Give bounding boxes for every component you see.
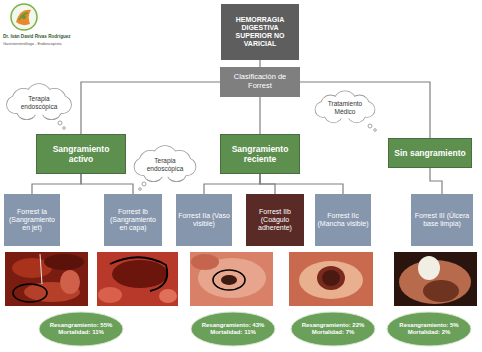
outcome-oval: Resangramiento: 5%Mortalidad: 2% [386,311,472,347]
node-text: Terapia endoscópica [144,157,186,172]
connector [81,174,133,194]
cloud-bubble [63,127,66,130]
endoscopy-photo [97,252,178,306]
text-group: Tratamiento Médico [324,100,366,115]
forrest-box: Forrest IIb (Coágulo adherente) [246,194,304,246]
node-text: Mortalidad: 11% [49,329,113,336]
outcome-oval: Resangramiento: 55%Mortalidad: 11% [38,311,124,347]
connector [259,60,260,67]
endoscopy-photo [289,252,373,306]
node-text: Sangramiento activo [41,144,121,164]
cloud-bubble [374,129,377,132]
node-text: Forrest Ia (Sangramiento en jet) [6,208,58,233]
connector [204,174,260,194]
connector [430,168,442,194]
node-text: Forrest IIb (Coágulo adherente) [248,208,302,233]
node-text: Clasificación de Forrest [224,73,296,91]
node-text: Mortalidad: 7% [301,329,365,336]
text-group: Forrest III (Úlcera base limpia) [413,212,471,229]
forrest-box: Forrest III (Úlcera base limpia) [411,194,473,246]
logo-icon [11,4,37,30]
node-text: HEMORRAGIA DIGESTIVA SUPERIOR NO VARICIA… [225,16,295,49]
node-text: Sangramiento reciente [225,144,295,164]
node-text: Sin sangramiento [393,148,467,158]
text-group: Resangramiento: 22%Mortalidad: 7% [301,322,365,336]
text-group: Resangramiento: 5%Mortalidad: 2% [397,322,461,336]
text-group: Terapia endoscópica [16,95,62,110]
text-group: Resangramiento: 55%Mortalidad: 11% [49,322,113,336]
endoscopy-photo [190,252,273,306]
connector [32,174,81,194]
text-group: Forrest IIa (Vaso visible) [178,212,230,229]
thought-cloud: Terapia endoscópica [136,148,194,182]
node-text: Resangramiento: 55% [49,322,113,329]
text-group: Forrest IIc (Mancha visible) [317,212,369,229]
text-group: Clasificación de Forrest [224,73,296,91]
text-group: Forrest IIb (Coágulo adherente) [248,208,302,233]
cloud-bubble [142,182,146,186]
outcome-oval: Resangramiento: 22%Mortalidad: 7% [290,311,376,347]
node-text: Forrest III (Úlcera base limpia) [413,212,471,229]
endoscopy-photo [394,252,477,306]
oval-fill [39,312,123,346]
node-text: Forrest Ib (Sangramiento en capa) [106,208,160,233]
connector [259,97,260,134]
text-group: Resangramiento: 43%Mortalidad: 11% [201,322,265,336]
connector [300,82,430,138]
node-text: Forrest IIc (Mancha visible) [317,212,369,229]
group-box: Sangramiento reciente [220,134,300,174]
text-group: Forrest Ib (Sangramiento en capa) [106,208,160,233]
node-text: Mortalidad: 11% [201,329,265,336]
author-label: Dr. Iván David Rivas Rodríguez [3,34,71,39]
connector [260,174,343,194]
node-text: Resangramiento: 22% [301,322,365,329]
oval-fill [291,312,375,346]
node-text: Terapia endoscópica [16,95,62,110]
thought-cloud: Terapia endoscópica [8,86,70,120]
category-box: Clasificación de Forrest [220,67,300,97]
thought-cloud: Tratamiento Médico [316,93,374,123]
cloud-bubble [368,124,372,128]
author-label: Gastroenterólogo - Endoscopista [3,41,61,46]
text-group: Sangramiento activo [41,144,121,164]
title-box: HEMORRAGIA DIGESTIVA SUPERIOR NO VARICIA… [221,4,299,60]
text-group: Terapia endoscópica [144,157,186,172]
oval-fill [387,312,471,346]
cloud-fill [14,91,64,115]
text-group: Sin sangramiento [393,148,467,158]
cloud-bubble [58,121,62,125]
node-text: Resangramiento: 43% [201,322,265,329]
forrest-box: Forrest Ia (Sangramiento en jet) [4,194,60,246]
node-text: Mortalidad: 2% [397,329,461,336]
group-box: Sangramiento activo [36,134,126,174]
forrest-box: Forrest IIc (Mancha visible) [315,194,371,246]
node-text: Resangramiento: 5% [397,322,461,329]
cloud-fill [322,98,368,119]
connector [81,82,220,134]
cloud-bubble [139,188,142,191]
oval-fill [191,312,275,346]
text-group: Forrest Ia (Sangramiento en jet) [6,208,58,233]
endoscopy-photo [5,252,88,306]
forrest-box: Forrest IIa (Vaso visible) [176,194,232,246]
cloud-fill [142,153,188,177]
text-group: Sangramiento reciente [225,144,295,164]
text-group: HEMORRAGIA DIGESTIVA SUPERIOR NO VARICIA… [225,16,295,49]
group-box: Sin sangramiento [388,138,472,168]
node-text: Forrest IIa (Vaso visible) [178,212,230,229]
forrest-box: Forrest Ib (Sangramiento en capa) [104,194,162,246]
outcome-oval: Resangramiento: 43%Mortalidad: 11% [190,311,276,347]
node-text: Tratamiento Médico [324,100,366,115]
